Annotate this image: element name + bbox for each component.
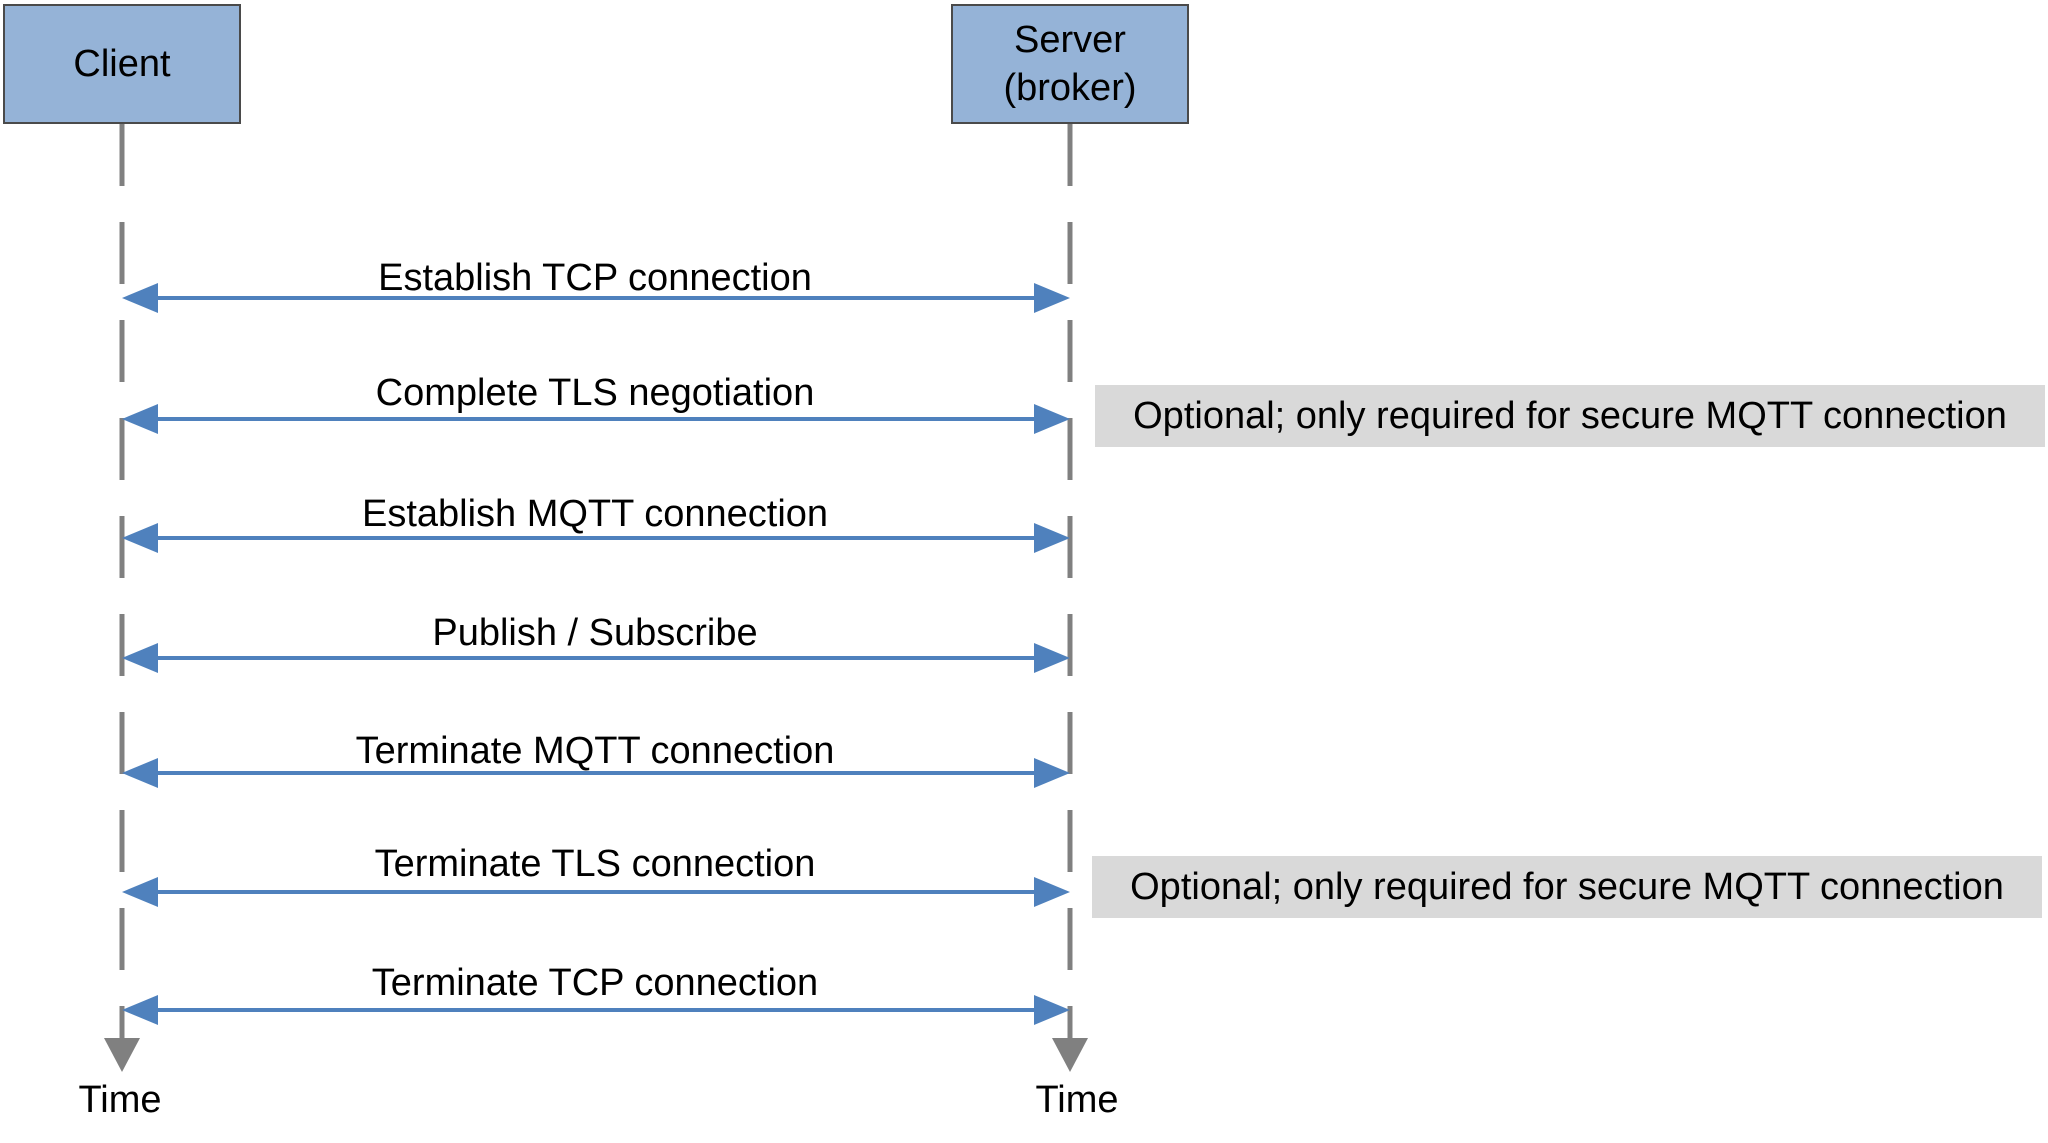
message-arrow-establish-mqtt [122,523,1070,553]
server-label: Server (broker) [1003,19,1137,109]
message-arrowhead-left [122,643,158,673]
client-box: Client [3,4,241,124]
server-time-label: Time [1035,1079,1119,1121]
message-arrowhead-left [122,995,158,1025]
client-label: Client [73,43,171,85]
server-time-arrowhead [1052,1038,1088,1072]
message-label-establish-tcp: Establish TCP connection [378,257,812,299]
optional-tls-note-text: Optional; only required for secure MQTT … [1133,394,2007,437]
message-arrow-complete-tls [122,404,1070,434]
message-arrowhead-left [122,523,158,553]
message-arrowhead-right [1034,643,1070,673]
client-time-label: Time [78,1079,162,1121]
message-arrowhead-right [1034,995,1070,1025]
message-arrowhead-right [1034,758,1070,788]
message-arrowhead-right [1034,404,1070,434]
message-label-terminate-mqtt: Terminate MQTT connection [355,730,835,772]
message-label-terminate-tcp: Terminate TCP connection [371,962,819,1004]
message-label-publish-subscribe: Publish / Subscribe [432,612,758,654]
message-arrowhead-left [122,758,158,788]
client-time-arrowhead [104,1038,140,1072]
optional-tls-termination-note: Optional; only required for secure MQTT … [1092,856,2042,918]
message-arrow-terminate-tcp [122,995,1070,1025]
server-box: Server (broker) [951,4,1189,124]
message-arrowhead-left [122,877,158,907]
message-arrowhead-left [122,283,158,313]
message-arrowhead-right [1034,523,1070,553]
message-arrow-terminate-mqtt [122,758,1070,788]
message-label-complete-tls: Complete TLS negotiation [375,372,815,414]
message-arrow-establish-tcp [122,283,1070,313]
message-arrow-publish-subscribe [122,643,1070,673]
message-arrowhead-left [122,404,158,434]
message-label-terminate-tls: Terminate TLS connection [374,843,816,885]
optional-tls-termination-note-text: Optional; only required for secure MQTT … [1130,865,2004,908]
message-arrowhead-right [1034,283,1070,313]
message-arrowhead-right [1034,877,1070,907]
message-arrow-terminate-tls [122,877,1070,907]
optional-tls-note: Optional; only required for secure MQTT … [1095,385,2045,447]
message-label-establish-mqtt: Establish MQTT connection [361,493,829,535]
